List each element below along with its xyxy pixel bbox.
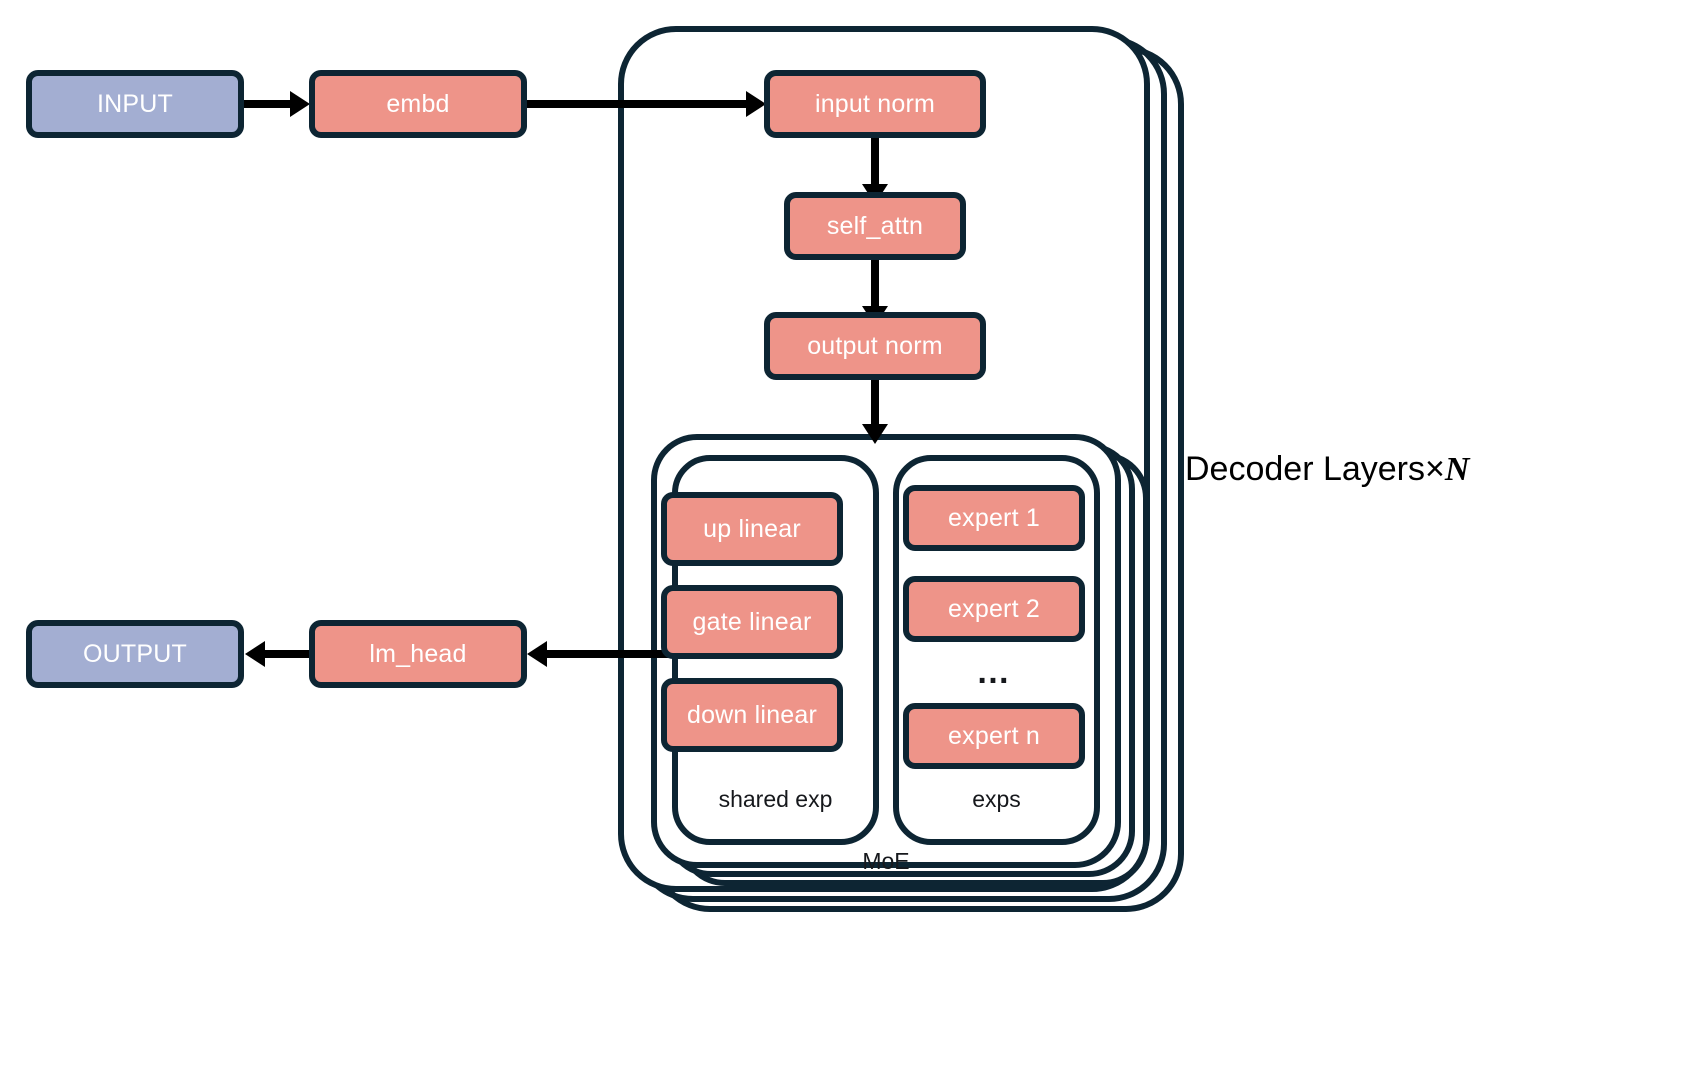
exps-label: exps [972,786,1021,812]
decoder-layers-title-text: Decoder Layers× [1185,450,1445,488]
node-gate-linear[interactable]: gate linear [661,585,843,659]
connector-self-attn-to-output-norm [871,259,879,314]
connector-input-to-embd [244,100,292,108]
node-output-norm[interactable]: output norm [764,312,986,380]
connector-embd-to-input-norm [526,100,748,108]
node-up-linear[interactable]: up linear [661,492,843,566]
connector-moe-to-lm-head [545,650,680,658]
arrowhead-output-norm-to-moe [862,424,888,444]
node-embd[interactable]: embd [309,70,527,138]
node-expert-2[interactable]: expert 2 [903,576,1085,642]
arrowhead-embd-to-input-norm [746,91,766,117]
arrowhead-moe-to-lm-head [527,641,547,667]
node-input[interactable]: INPUT [26,70,244,138]
shared-exp-label: shared exp [718,786,833,812]
expert-ellipsis: … [976,653,1012,691]
decoder-layers-title: Decoder Layers×N [1185,452,1469,487]
node-output[interactable]: OUTPUT [26,620,244,688]
node-expert-n[interactable]: expert n [903,703,1085,769]
node-self-attn[interactable]: self_attn [784,192,966,260]
connector-output-norm-to-moe [871,379,879,434]
arrowhead-input-to-embd [290,91,310,117]
node-lm-head[interactable]: lm_head [309,620,527,688]
node-expert-1[interactable]: expert 1 [903,485,1085,551]
arrowhead-lm-head-to-output [245,641,265,667]
connector-lm-head-to-output [263,650,311,658]
decoder-layers-count-var: N [1444,451,1470,488]
node-input-norm[interactable]: input norm [764,70,986,138]
connector-input-norm-to-self-attn [871,137,879,192]
node-down-linear[interactable]: down linear [661,678,843,752]
moe-container-label: MoE [862,848,910,874]
